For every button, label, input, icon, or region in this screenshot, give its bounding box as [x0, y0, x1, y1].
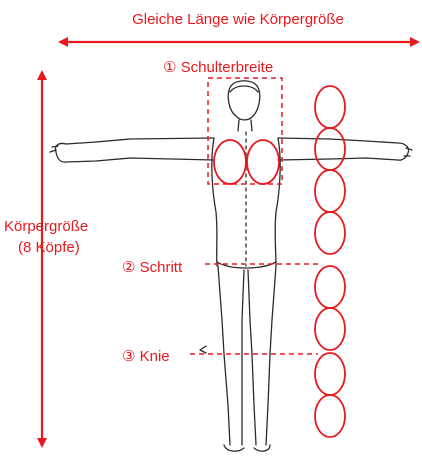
hair-sketch — [230, 86, 258, 92]
head-unit-circle — [315, 395, 345, 437]
head-unit-circle — [315, 266, 345, 308]
left-hand-sketch — [50, 143, 66, 162]
figure-sketch — [50, 81, 412, 451]
head-unit-circle — [315, 353, 345, 395]
shoulder-circle-right — [247, 140, 279, 184]
head-count-label: (8 Köpfe) — [18, 239, 80, 256]
head-unit-circle — [315, 86, 345, 128]
right-foot-sketch — [254, 445, 270, 451]
left-leg-sketch — [218, 266, 244, 445]
right-arm-sketch — [278, 138, 398, 160]
annotations: Gleiche Länge wie Körpergröße Körpergröß… — [4, 11, 418, 446]
neck-sketch — [238, 120, 252, 131]
shoulder-circle-left — [214, 140, 246, 184]
left-arm-sketch — [66, 138, 214, 162]
head-unit-circle — [315, 212, 345, 254]
body-height-label: Körpergröße — [4, 218, 88, 235]
right-leg-sketch — [248, 266, 276, 445]
arm-span-label: Gleiche Länge wie Körpergröße — [132, 11, 344, 28]
head-unit-circle — [315, 308, 345, 350]
right-hand-sketch — [398, 143, 412, 160]
left-foot-sketch — [224, 445, 244, 451]
head-unit-circle — [315, 128, 345, 170]
knee-label: ③ Knie — [122, 348, 170, 365]
knee-marks-sketch — [200, 346, 206, 353]
head-unit-circle — [315, 170, 345, 212]
crotch-label: ② Schritt — [122, 259, 183, 276]
shoulder-width-label: ① Schulterbreite — [163, 59, 273, 76]
